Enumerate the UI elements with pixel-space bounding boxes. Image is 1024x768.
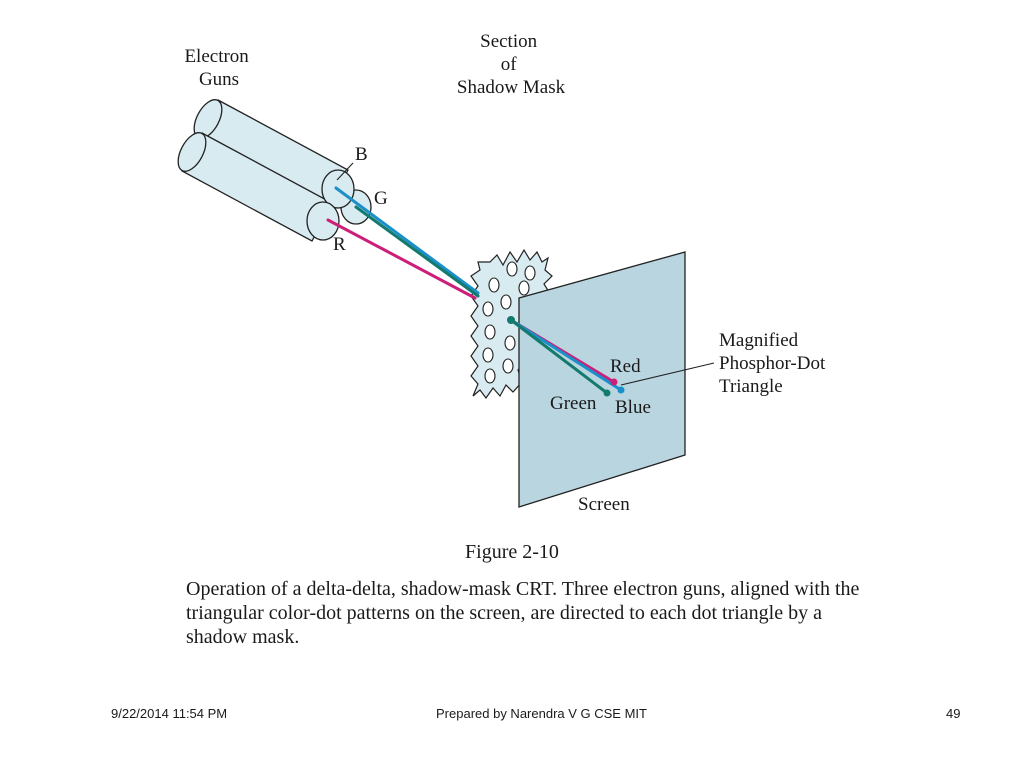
- electron-beams: [326, 186, 623, 395]
- label-green: Green: [550, 393, 597, 414]
- label-screen: Screen: [578, 494, 630, 515]
- shadow-mask: [470, 248, 553, 400]
- electron-guns: [177, 99, 372, 242]
- label-red: Red: [610, 356, 641, 377]
- phosphor-dots: [507, 316, 625, 397]
- figure-caption: Operation of a delta-delta, shadow-mask …: [186, 578, 860, 648]
- label-gun-b: B: [355, 144, 368, 165]
- figure-number: Figure 2-10: [465, 541, 559, 563]
- leader-phosphor: [620, 362, 715, 386]
- crt-shadow-mask-diagram: Electron Guns Section of Shadow Mask B G…: [177, 31, 830, 515]
- label-blue: Blue: [615, 397, 651, 418]
- label-electron-guns: Electron Guns: [184, 46, 253, 90]
- leader-b: [336, 162, 354, 181]
- label-phosphor-triangle: Magnified Phosphor-Dot Triangle: [719, 330, 830, 397]
- label-gun-g: G: [374, 188, 388, 209]
- label-gun-r: R: [333, 234, 346, 255]
- footer-author: Prepared by Narendra V G CSE MIT: [436, 706, 647, 721]
- label-shadow-mask: Section of Shadow Mask: [457, 31, 566, 98]
- footer-date: 9/22/2014 11:54 PM: [111, 706, 228, 721]
- footer-page-number: 49: [946, 706, 961, 721]
